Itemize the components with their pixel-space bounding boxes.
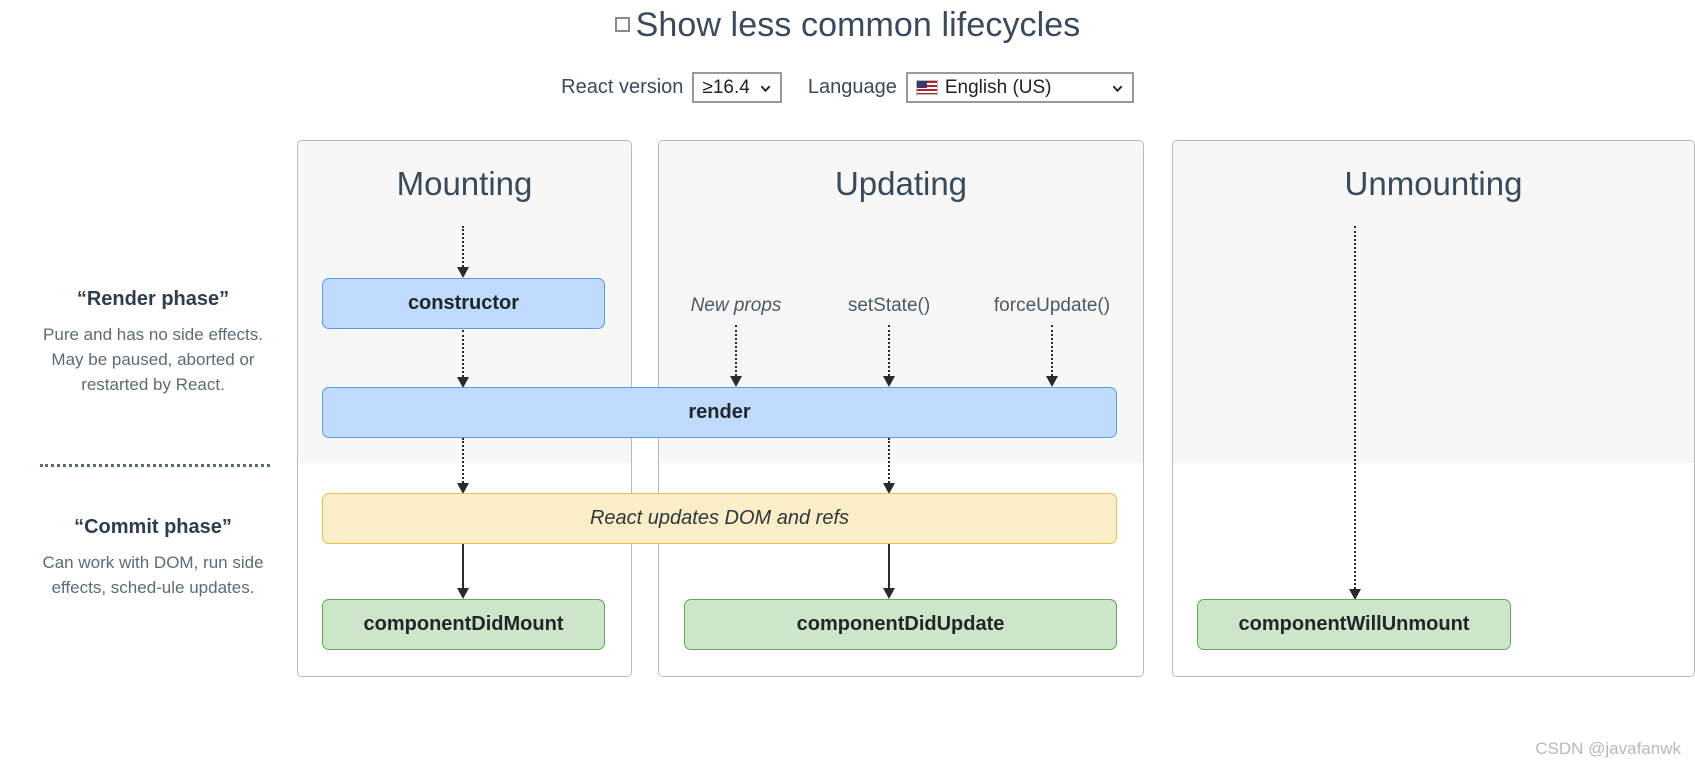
lifecycle-box-render[interactable]: render (322, 387, 1117, 438)
chevron-down-icon (1112, 83, 1123, 94)
arrow-forceupdate-to-render (1044, 325, 1060, 387)
commit-phase-description: Can work with DOM, run side effects, sch… (42, 553, 264, 597)
lifecycle-box-component-will-unmount[interactable]: componentWillUnmount (1197, 599, 1511, 650)
render-phase-title: “Render phase” (76, 288, 230, 310)
arrow-react-updates-to-did-update (881, 543, 897, 599)
column-unmounting: Unmounting (1172, 140, 1695, 677)
arrow-to-will-unmount (1347, 226, 1363, 600)
chevron-down-icon (760, 83, 771, 94)
language-select[interactable]: English (US) (905, 72, 1134, 103)
arrow-render-to-react-updates (455, 438, 471, 494)
lifecycle-box-component-did-mount[interactable]: componentDidMount (322, 599, 605, 650)
us-flag-icon (915, 80, 938, 95)
show-less-common-lifecycles-toggle[interactable]: Show less common lifecycles (0, 6, 1695, 45)
controls-row: React version ≥16.4 Language English (US… (0, 72, 1695, 103)
column-title-updating: Updating (834, 165, 968, 202)
phase-divider (40, 464, 270, 467)
lifecycle-box-react-updates-dom-and-refs: React updates DOM and refs (322, 493, 1117, 544)
render-phase-legend: “Render phase” Pure and has no side effe… (28, 288, 278, 397)
react-version-select[interactable]: ≥16.4 (692, 72, 782, 103)
arrow-constructor-to-render (455, 330, 471, 388)
column-title-unmounting: Unmounting (1344, 165, 1523, 202)
arrow-react-updates-to-did-mount (455, 543, 471, 599)
checkbox-icon[interactable] (614, 17, 630, 32)
arrow-new-props-to-render (728, 325, 744, 387)
arrow-render-to-react-updates-updating (881, 438, 897, 494)
trigger-new-props: New props (690, 295, 782, 316)
commit-phase-title: “Commit phase” (74, 516, 232, 538)
arrow-setstate-to-render (881, 325, 897, 387)
language-value: English (US) (944, 76, 1052, 98)
render-phase-description: Pure and has no side effects. May be pau… (43, 325, 263, 394)
arrow-to-constructor (455, 226, 471, 278)
language-label: Language (807, 76, 897, 98)
column-title-mounting: Mounting (396, 165, 533, 202)
react-version-label: React version (561, 76, 684, 98)
watermark: CSDN @javafanwk (1535, 739, 1681, 758)
trigger-force-update: forceUpdate() (993, 295, 1111, 316)
commit-phase-legend: “Commit phase” Can work with DOM, run si… (28, 516, 278, 600)
lifecycle-box-component-did-update[interactable]: componentDidUpdate (684, 599, 1117, 650)
toggle-label: Show less common lifecycles (635, 6, 1081, 44)
trigger-set-state: setState() (847, 295, 931, 316)
lifecycle-box-constructor[interactable]: constructor (322, 278, 605, 329)
react-version-value: ≥16.4 (702, 76, 750, 98)
